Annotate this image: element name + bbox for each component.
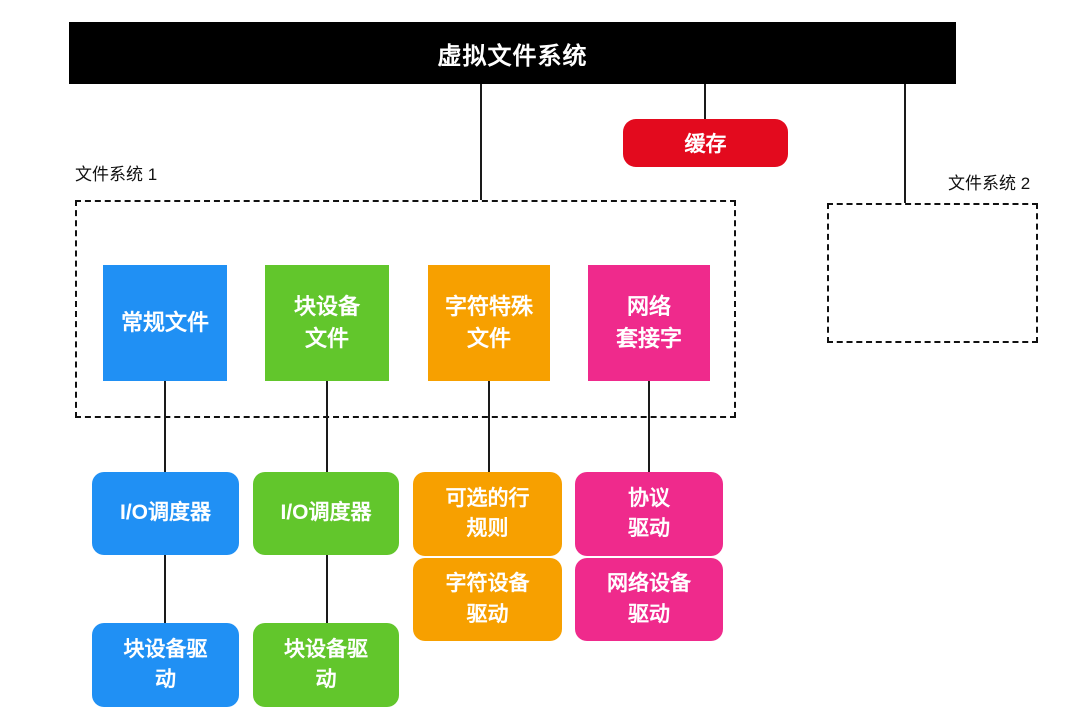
vfs-title-label: 虚拟文件系统 xyxy=(437,42,588,70)
node-block-driver-green-label: 块设备驱 动 xyxy=(284,637,368,691)
filesystem1-label: 文件系统 1 xyxy=(75,165,158,184)
node-network-device-driver: 网络设备 驱动 xyxy=(575,558,723,641)
node-char-special-file: 字符特殊 文件 xyxy=(428,265,550,381)
connector-io-to-driver-green xyxy=(326,555,328,623)
node-io-scheduler-green: I/O调度器 xyxy=(253,472,399,555)
node-block-driver-blue-label: 块设备驱 动 xyxy=(123,637,208,691)
node-regular-file: 常规文件 xyxy=(103,265,227,381)
node-char-special-file-label: 字符特殊 文件 xyxy=(444,294,533,351)
connector-socket-to-protocol xyxy=(648,381,650,472)
node-block-driver-green: 块设备驱 动 xyxy=(253,623,399,707)
connector-regular-to-io xyxy=(164,381,166,472)
node-network-socket-label: 网络 套接字 xyxy=(615,294,682,351)
node-io-scheduler-blue: I/O调度器 xyxy=(92,472,239,555)
node-network-socket: 网络 套接字 xyxy=(588,265,710,381)
node-protocol-driver-label: 协议 驱动 xyxy=(628,486,670,540)
node-io-scheduler-green-label: I/O调度器 xyxy=(280,501,372,525)
cache-node: 缓存 xyxy=(623,119,788,167)
filesystem2-dashed-box xyxy=(827,203,1038,343)
node-io-scheduler-blue-label: I/O调度器 xyxy=(119,501,211,525)
node-char-device-driver-label: 字符设备 驱动 xyxy=(445,572,530,626)
vfs-title-bar: 虚拟文件系统 xyxy=(69,22,956,84)
connector-bar-to-fs1 xyxy=(480,84,482,200)
node-line-discipline: 可选的行 规则 xyxy=(413,472,562,556)
connector-bar-to-cache xyxy=(704,84,706,119)
node-protocol-driver: 协议 驱动 xyxy=(575,472,723,556)
connector-block-to-io xyxy=(326,381,328,472)
connector-bar-to-fs2 xyxy=(904,84,906,203)
node-line-discipline-label: 可选的行 规则 xyxy=(445,486,530,540)
connector-io-to-driver-blue xyxy=(164,555,166,623)
filesystem1-dashed-box xyxy=(75,200,736,418)
node-regular-file-label: 常规文件 xyxy=(120,310,209,336)
connector-char-to-discipline xyxy=(488,381,490,472)
filesystem2-label: 文件系统 2 xyxy=(948,174,1031,193)
cache-label: 缓存 xyxy=(684,133,727,156)
node-block-device-file-label: 块设备 文件 xyxy=(293,294,360,351)
node-block-driver-blue: 块设备驱 动 xyxy=(92,623,239,707)
node-network-device-driver-label: 网络设备 驱动 xyxy=(607,572,691,626)
node-block-device-file: 块设备 文件 xyxy=(265,265,389,381)
node-char-device-driver: 字符设备 驱动 xyxy=(413,558,562,641)
